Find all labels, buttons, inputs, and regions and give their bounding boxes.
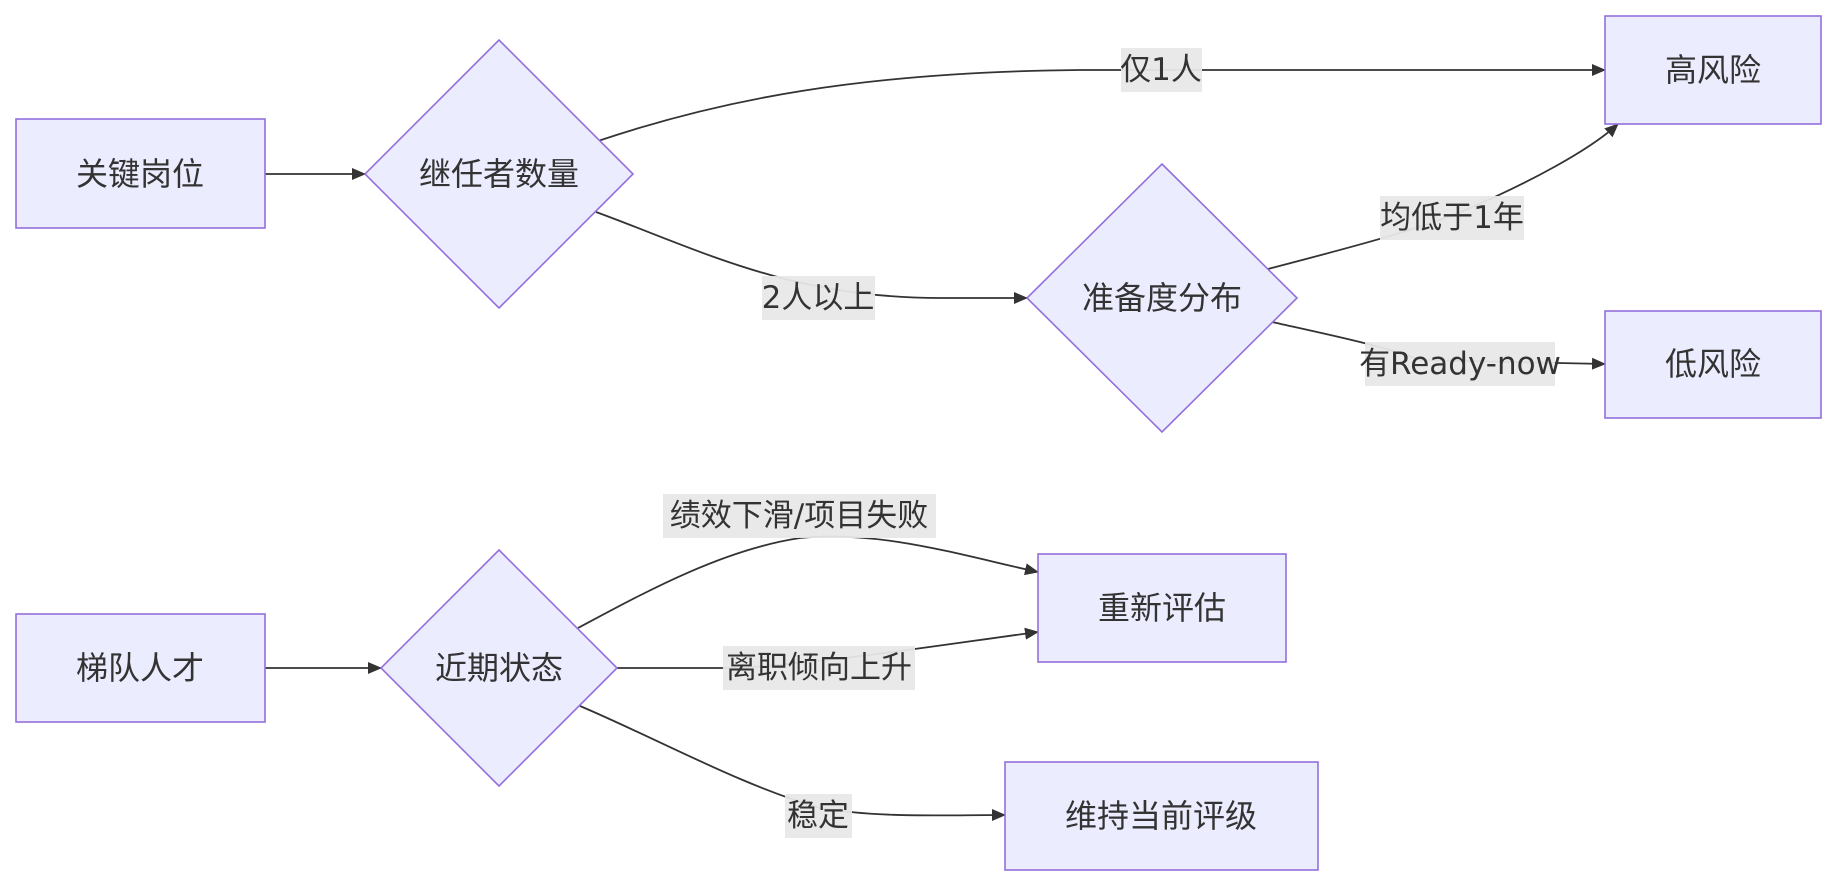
edge-label-all-below-one-year-text: 均低于1年 [1380, 200, 1524, 236]
edge-label-stable: 稳定 [785, 794, 852, 838]
node-ladder-talent[interactable]: 梯队人才 [15, 613, 266, 723]
edge-label-two-or-more-text: 2人以上 [762, 280, 875, 316]
node-readiness-distribution-label: 准备度分布 [1082, 279, 1242, 317]
node-recent-status-label: 近期状态 [435, 649, 563, 687]
node-high-risk[interactable]: 高风险 [1604, 15, 1822, 125]
edge-label-only-one-text: 仅1人 [1120, 52, 1202, 88]
edge-label-turnover-rising: 离职倾向上升 [723, 646, 915, 690]
node-reassess-label: 重新评估 [1098, 589, 1226, 627]
node-key-position-label: 关键岗位 [76, 155, 204, 193]
edge-label-has-ready-now: 有Ready-now [1359, 342, 1561, 386]
node-high-risk-label: 高风险 [1665, 51, 1761, 89]
edge-label-only-one: 仅1人 [1120, 48, 1202, 92]
edge-label-performance-drop-text: 绩效下滑/项目失败 [670, 498, 928, 534]
node-key-position[interactable]: 关键岗位 [15, 118, 266, 229]
edge-label-turnover-rising-text: 离职倾向上升 [726, 650, 912, 686]
node-maintain-rating[interactable]: 维持当前评级 [1004, 761, 1319, 871]
node-recent-status[interactable]: 近期状态 [379, 548, 619, 788]
edge-successor-count-to-readiness [595, 211, 1028, 304]
edge-label-all-below-one-year: 均低于1年 [1380, 196, 1524, 240]
node-reassess[interactable]: 重新评估 [1037, 553, 1287, 663]
edge-label-stable-text: 稳定 [787, 798, 849, 834]
node-low-risk[interactable]: 低风险 [1604, 310, 1822, 419]
node-maintain-rating-label: 维持当前评级 [1065, 797, 1257, 835]
node-readiness-distribution[interactable]: 准备度分布 [1025, 162, 1299, 434]
node-successor-count[interactable]: 继任者数量 [363, 38, 635, 310]
edge-label-performance-drop: 绩效下滑/项目失败 [663, 494, 936, 538]
node-low-risk-label: 低风险 [1665, 345, 1761, 383]
edge-label-has-ready-now-text: 有Ready-now [1359, 346, 1561, 382]
node-ladder-talent-label: 梯队人才 [76, 649, 204, 687]
node-successor-count-label: 继任者数量 [419, 155, 579, 193]
edge-label-two-or-more: 2人以上 [762, 276, 875, 320]
edge-successor-count-to-high-risk [597, 64, 1606, 142]
edge-recent-status-to-reassess-performance [577, 535, 1039, 629]
